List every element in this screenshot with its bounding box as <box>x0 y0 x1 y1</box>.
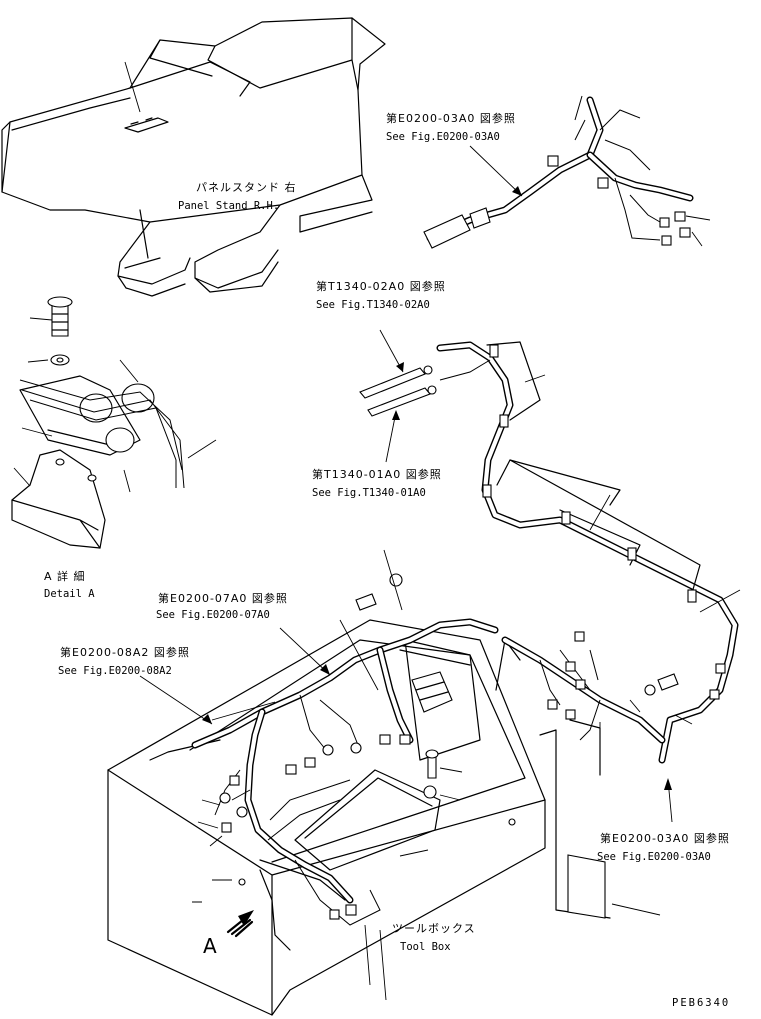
toolbox-label-en: Tool Box <box>400 941 451 953</box>
tool-box-assembly <box>107 573 679 1016</box>
detail-a-illustration <box>11 296 217 549</box>
ref-e0200-07a0-jp: 第E0200-07A0 図参照 <box>158 591 288 605</box>
drawing-code: PEB6340 <box>672 997 730 1009</box>
ref-t1340-01a0-jp: 第T1340-01A0 図参照 <box>312 467 442 481</box>
ref-e0200-03a0-top-jp: 第E0200-03A0 図参照 <box>386 111 516 125</box>
middle-harness-run <box>359 329 741 764</box>
upper-right-harness <box>423 95 711 249</box>
view-arrow-a <box>226 910 254 938</box>
ref-t1340-01a0-en: See Fig.T1340-01A0 <box>312 487 426 499</box>
panel-stand-illustration <box>1 17 386 297</box>
ref-e0200-08a2-jp: 第E0200-08A2 図参照 <box>60 645 190 659</box>
view-arrow-a-label: A <box>203 934 217 958</box>
detail-a-label-jp: A 詳 細 <box>44 569 86 583</box>
ref-e0200-07a0-en: See Fig.E0200-07A0 <box>156 609 270 621</box>
tool-box-harness <box>139 549 726 1001</box>
ref-e0200-03a0-top-en: See Fig.E0200-03A0 <box>386 131 500 143</box>
detail-a-label-en: Detail A <box>44 588 95 600</box>
toolbox-label-jp: ツールボックス <box>392 922 476 935</box>
ref-e0200-08a2-en: See Fig.E0200-08A2 <box>58 665 172 677</box>
ref-e0200-03a0-bottom-jp: 第E0200-03A0 図参照 <box>600 831 730 845</box>
ref-e0200-03a0-bottom-en: See Fig.E0200-03A0 <box>597 851 711 863</box>
panel-stand-label-jp: パネルスタンド 右 <box>196 180 297 194</box>
panel-stand-label-en: Panel Stand R.H. <box>178 200 279 212</box>
ref-t1340-02a0-jp: 第T1340-02A0 図参照 <box>316 279 446 293</box>
ref-t1340-02a0-en: See Fig.T1340-02A0 <box>316 299 430 311</box>
